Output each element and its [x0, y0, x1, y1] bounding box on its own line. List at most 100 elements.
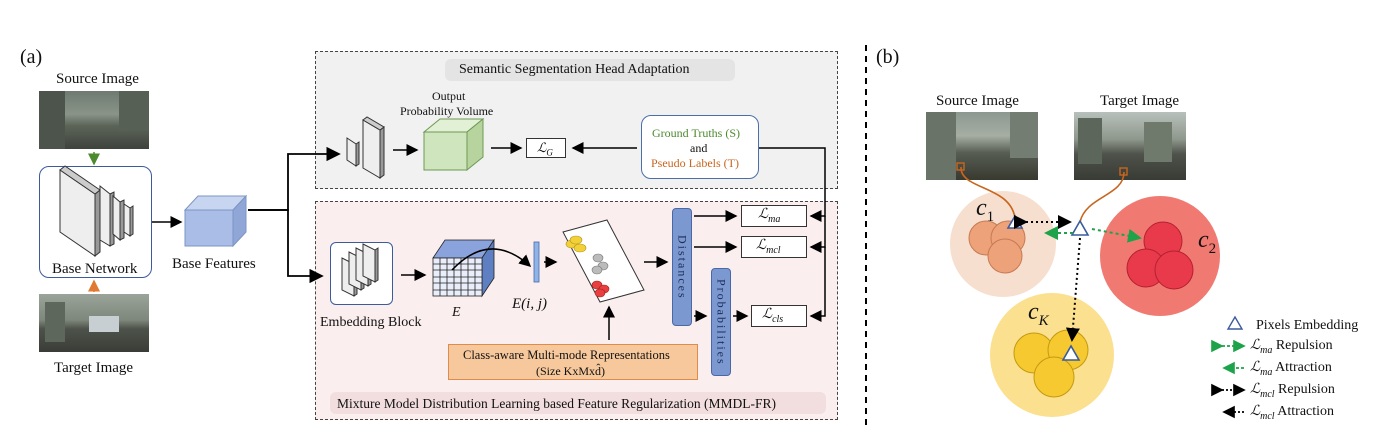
legend-mcl-attraction-sub: mcl [1260, 410, 1275, 422]
c1-subscript: 1 [986, 208, 995, 225]
panel-a-label: (a) [20, 46, 43, 68]
target-pixel-marker [1119, 167, 1128, 176]
head-adaptation-title-bg [445, 59, 735, 81]
class-aware-box [448, 344, 698, 380]
source-image-thumbnail [39, 91, 149, 149]
ma-repulsion-line [1091, 228, 1142, 243]
mmdl-fr-title: Mixture Model Distribution Learning base… [337, 396, 777, 411]
c2-label: c2 [1198, 228, 1216, 257]
loss-cls-symbol: ℒ [762, 307, 773, 322]
loss-ma-label: ℒma [758, 208, 780, 225]
labels-box [641, 115, 759, 179]
mcl-repulsion-line [1065, 237, 1081, 342]
loss-cls-label: ℒcls [762, 308, 783, 325]
e-to-eij-arrow [451, 248, 532, 271]
labels-to-loss-cls-arrow [809, 247, 826, 322]
base-network-box [39, 166, 152, 278]
legend-ma-attraction-text: Attraction [1275, 360, 1332, 375]
base-network-label: Base Network [52, 261, 138, 277]
legend-mcl-attraction-text: Attraction [1277, 404, 1335, 419]
head-layers [346, 116, 385, 179]
target-link-curve [1079, 171, 1125, 223]
probabilities-label: Probabilities [714, 278, 729, 366]
c2-subscript: 2 [1208, 240, 1217, 257]
legend-ma-repulsion-sub: ma [1260, 344, 1273, 356]
distances-label: Distances [675, 234, 690, 300]
loss-cls-box [751, 305, 807, 327]
loss-ma-subscript: ma [768, 213, 781, 225]
distances-bar: Distances [672, 208, 692, 326]
ground-truths-label: Ground Truths (S) [652, 126, 741, 140]
legend-mcl-attraction-sym: ℒ [1250, 404, 1261, 419]
c1-label: c1 [976, 196, 994, 225]
base-features-cube [183, 194, 248, 248]
b-target-image-thumbnail [1074, 112, 1186, 180]
loss-g-box [526, 138, 566, 158]
eij-vector [533, 241, 540, 283]
b-target-image-label: Target Image [1100, 93, 1180, 109]
legend-mcl-repulsion-sym: ℒ [1250, 382, 1261, 397]
legend-triangle [1226, 315, 1244, 330]
loss-mcl-label: ℒmcl [756, 239, 781, 256]
loss-cls-subscript: cls [772, 313, 784, 325]
ck-label: cK [1028, 300, 1049, 329]
legend-ma-repulsion-sym: ℒ [1250, 338, 1261, 353]
c1-symbol: c [976, 195, 987, 221]
embedding-layers [341, 243, 379, 297]
mmdl-fr-title-bg [330, 392, 826, 414]
ck-subscript: K [1038, 312, 1049, 329]
output-volume-label-2: Probability Volume [400, 104, 494, 118]
output-volume-cube [422, 117, 485, 172]
loss-ma-box [741, 205, 807, 227]
loss-ma-symbol: ℒ [758, 207, 769, 222]
legend-mcl-repulsion-text: Repulsion [1278, 382, 1335, 397]
legend-pixels-embedding: Pixels Embedding [1256, 318, 1359, 333]
target-image-thumbnail [39, 294, 149, 352]
loss-g-label: ℒG [537, 141, 553, 158]
output-volume-label-1: Output [432, 89, 466, 103]
legend-ma-attraction-sub: ma [1260, 366, 1273, 378]
c1-blob-3 [987, 238, 1023, 274]
legend-mcl-repulsion: ℒmcl Repulsion [1250, 383, 1335, 400]
loss-g-subscript: G [546, 147, 553, 158]
class-aware-label-2: (Size KxMxd̂) [536, 364, 605, 378]
ck-pixel-embedding [1061, 344, 1081, 361]
base-features-label: Base Features [172, 256, 256, 272]
head-adaptation-title: Semantic Segmentation Head Adaptation [459, 62, 690, 77]
class-aware-label-1: Class-aware Multi-mode Representations [463, 348, 670, 362]
probabilities-bar: Probabilities [711, 268, 731, 376]
loss-mcl-symbol: ℒ [756, 238, 767, 253]
b-source-image-label: Source Image [936, 93, 1019, 109]
features-to-embedding-arrow [248, 209, 324, 284]
ck-blob-3 [1033, 356, 1075, 398]
b-source-image-thumbnail [926, 112, 1038, 180]
pseudo-labels-label: Pseudo Labels (T) [651, 156, 739, 170]
legend-ma-attraction-sym: ℒ [1250, 360, 1261, 375]
source-image-label: Source Image [56, 71, 139, 87]
e-label: E [452, 305, 461, 320]
target-image-label: Target Image [54, 360, 134, 376]
legend-ma-attraction: ℒma Attraction [1250, 361, 1332, 378]
legend-ma-repulsion-text: Repulsion [1275, 338, 1333, 353]
ck-symbol: c [1028, 299, 1039, 325]
c2-symbol: c [1198, 227, 1209, 253]
c2-blob-3 [1154, 250, 1194, 290]
legend-mcl-repulsion-sub: mcl [1260, 388, 1275, 400]
cluster-card [562, 219, 645, 303]
loss-mcl-subscript: mcl [766, 244, 781, 256]
panel-b-label: (b) [876, 46, 900, 68]
and-label: and [690, 141, 708, 155]
labels-to-loss-ma-arrow [759, 147, 826, 222]
legend-ma-repulsion: ℒma Repulsion [1250, 339, 1333, 356]
eij-label: E(i, j) [512, 296, 547, 312]
loss-g-symbol: ℒ [537, 140, 547, 155]
target-pixel-embedding [1070, 219, 1090, 236]
source-pixel-marker [956, 162, 965, 171]
embedding-block-label: Embedding Block [320, 315, 422, 330]
source-link-curve [960, 166, 1016, 219]
loss-mcl-box [741, 236, 807, 258]
legend-mcl-attraction: ℒmcl Attraction [1250, 405, 1334, 422]
base-network-layers [59, 165, 134, 258]
